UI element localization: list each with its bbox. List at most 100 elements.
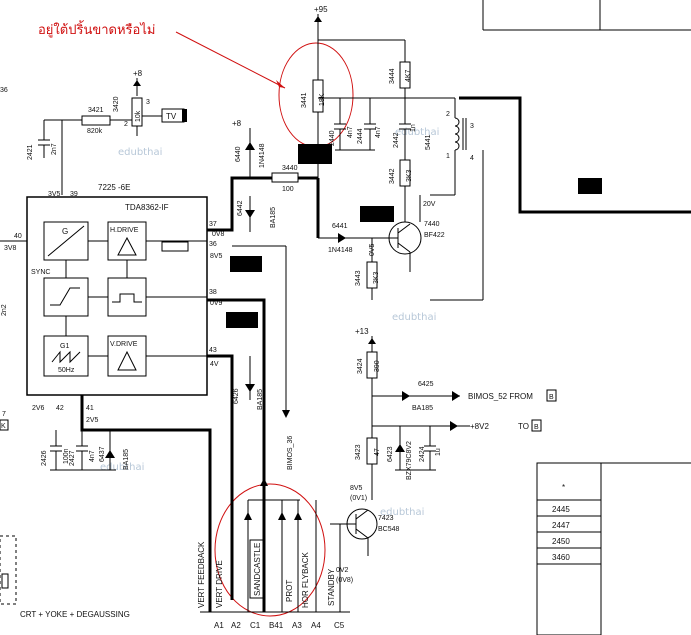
- ic-ref-label: 7225 -6E: [98, 183, 130, 192]
- ic-part-label: TDA8362-IF: [125, 203, 169, 212]
- diode-6442: [245, 210, 255, 218]
- r3444-label: 3444: [389, 68, 396, 84]
- r3424-label: 3424: [357, 358, 364, 374]
- left-edge-label-2: 7: [2, 411, 6, 418]
- crt-dashed-box: [0, 535, 17, 605]
- v0v2-label: 0V2: [336, 567, 349, 574]
- signal-hor-flyback: HOR FLYBACK: [301, 551, 310, 608]
- table-header: *: [562, 483, 565, 492]
- pin-a1: A1: [214, 621, 224, 630]
- z6423-value: BZX79C8V2: [406, 441, 413, 480]
- box-B-1: [546, 389, 557, 402]
- c2440-label: 2440: [329, 130, 336, 146]
- signal-sandcastle: SANDCASTLE: [253, 543, 262, 596]
- c2426-value: 100n: [63, 448, 70, 464]
- ic-7225-box: [26, 196, 208, 396]
- ic-pin-36: 36: [209, 241, 217, 248]
- watermark-6: edubthai: [380, 507, 424, 518]
- d6442-label: 6442: [237, 200, 244, 216]
- probe-blob-3: [360, 206, 394, 222]
- c2421-value: 2n7: [51, 143, 58, 155]
- t-pin-2: 2: [446, 111, 450, 118]
- resistor-3440: [271, 172, 299, 183]
- highlight-circle-top: [278, 42, 354, 148]
- ic-pin-0v8: 0V8: [212, 231, 225, 238]
- left-edge-label-3: K: [1, 423, 6, 430]
- ic-block-g1-label: G1: [60, 343, 69, 350]
- r3423-label: 3423: [355, 444, 362, 460]
- z6423-label: 6423: [387, 446, 394, 462]
- v8v5b-label: 8V5: [350, 485, 363, 492]
- v20-label: 20V: [423, 201, 436, 208]
- ic-pin-42: 42: [56, 405, 64, 412]
- left-edge-box: [0, 419, 9, 431]
- pin-b41: B41: [269, 621, 284, 630]
- r3424-value: 390: [374, 360, 381, 372]
- diode-6441: [338, 233, 346, 243]
- bimos52-label: BIMOS_52 FROM: [468, 392, 533, 401]
- plus95-label: +95: [314, 5, 328, 14]
- probe-blob-4: [230, 256, 262, 272]
- left-c2n2: 2n2: [1, 304, 8, 316]
- probe-blob-1: [298, 144, 332, 164]
- highlight-circle-bottom: [214, 483, 326, 617]
- r3421-value: 820k: [87, 128, 103, 135]
- ic-block-hdrive-label: H.DRIVE: [110, 227, 139, 234]
- table-row-1: 2445: [552, 505, 570, 514]
- plus13-label: +13: [355, 327, 369, 336]
- pin-c1: C1: [250, 621, 261, 630]
- probe-blob-2: [578, 178, 602, 194]
- ic-pin-43: 43: [209, 347, 217, 354]
- q7423-label: 7423: [378, 515, 394, 522]
- d6441-label: 6441: [332, 223, 348, 230]
- left-edge-label-1: 36: [0, 87, 8, 94]
- c2421-label: 2421: [27, 144, 34, 160]
- ic-block-hz-label: 50Hz: [58, 367, 75, 374]
- ic-pin-38: 38: [209, 289, 217, 296]
- diode-6440: [245, 142, 255, 150]
- ic-pin-2v5: 2V5: [86, 417, 99, 424]
- table-row-3: 2450: [552, 537, 570, 546]
- annotation-arrowhead: [276, 80, 285, 88]
- pin-a4: A4: [311, 621, 321, 630]
- v0v8b-label: (0V8): [336, 577, 353, 584]
- d6425-label: 6425: [418, 381, 434, 388]
- r3441-value: 18K: [319, 93, 326, 106]
- d6437-label: 6437: [99, 446, 106, 462]
- pin3-label: 3: [146, 99, 150, 106]
- ic-pin-3v8: 3V8: [4, 245, 17, 252]
- pin-c5: C5: [334, 621, 345, 630]
- c2444-value: 4n7: [375, 126, 382, 138]
- r3420-label: 3420: [113, 96, 120, 112]
- c2440-value: 4n7: [347, 126, 354, 138]
- diode-6425: [402, 391, 410, 401]
- d6437-value: BA185: [123, 449, 130, 470]
- signal-standby: STANDBY: [327, 568, 336, 606]
- r3440-label: 3440: [282, 165, 298, 172]
- crt-yoke-label: CRT + YOKE + DEGAUSSING: [20, 610, 130, 619]
- c2427-value: 4n7: [89, 450, 96, 462]
- r3423-value: 47: [374, 448, 381, 456]
- d6426-label: 6426: [233, 388, 240, 404]
- q7423-value: BC548: [378, 526, 400, 533]
- r3443-label: 3443: [355, 270, 362, 286]
- watermark-1: edubthai: [118, 147, 162, 158]
- c2442-label: 2442: [393, 132, 400, 148]
- signal-prot: PROT: [285, 580, 294, 602]
- ic-pin-2v6: 2V6: [32, 405, 45, 412]
- pin-a3: A3: [292, 621, 302, 630]
- t-pin-3: 3: [470, 123, 474, 130]
- ic-block-sync-label: SYNC: [31, 269, 50, 276]
- d6426-value: BA185: [257, 389, 264, 410]
- t-pin-4: 4: [470, 155, 474, 162]
- pin2-label: 2: [124, 121, 128, 128]
- watermark-4: edubthai: [392, 312, 436, 323]
- r3440-value: 100: [282, 186, 294, 193]
- tv-label: TV: [166, 112, 177, 121]
- r3441-label: 3441: [301, 92, 308, 108]
- ic-pin-37: 37: [209, 221, 217, 228]
- c2424-label: 2424: [419, 446, 426, 462]
- sandcastle-box: [249, 539, 264, 599]
- q7440-label: 7440: [424, 221, 440, 228]
